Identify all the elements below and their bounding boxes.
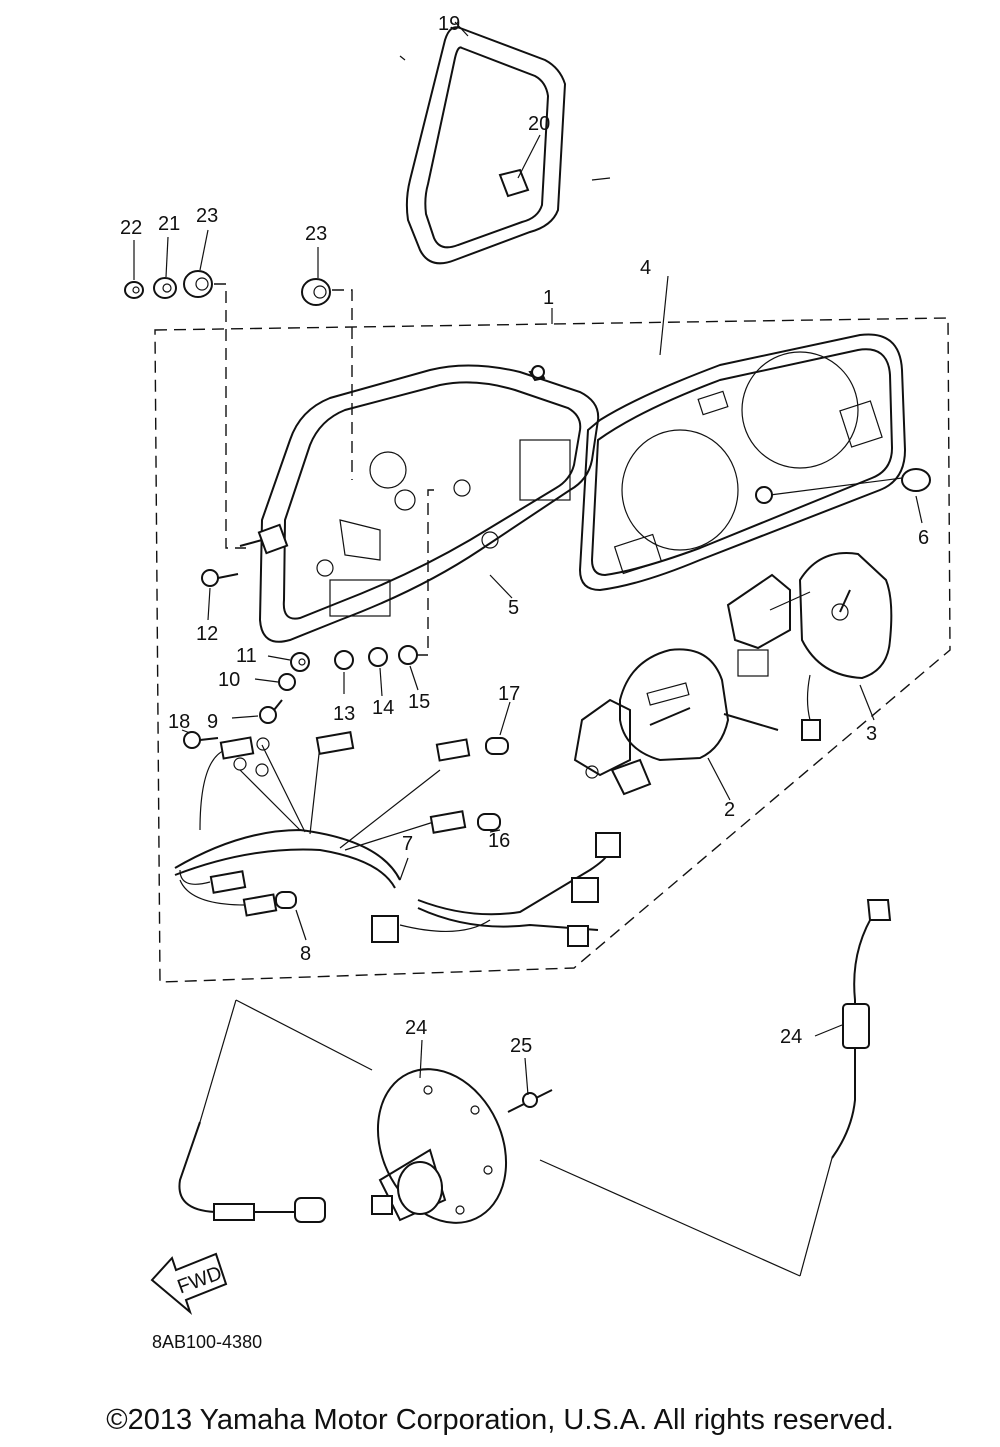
callout-11: 11 [236,645,257,667]
bulb-16 [477,813,501,831]
gear-unit-25 [371,1068,508,1224]
bulb-socket-large [239,523,289,555]
cable-left [178,1121,326,1223]
callout-3: 3 [866,723,877,745]
grommet-23-right [301,278,331,306]
washer-21 [153,277,177,299]
callout-25: 24 [405,1017,427,1039]
meter-case-5 [258,364,600,643]
callout-15: 15 [408,691,430,713]
callout-12: 12 [196,623,218,645]
leader-19 [454,21,469,37]
wire-harness-7 [174,731,621,947]
speedometer-2 [573,648,779,796]
washer-22 [124,281,144,299]
leader-4 [659,275,669,356]
screw-18 [183,731,219,749]
callout-16: 16 [488,830,510,852]
callout-9: 9 [207,711,218,733]
callout-8: 8 [300,943,311,965]
grommet-23-left [183,270,213,298]
callout-5: 5 [508,597,519,619]
callout-17: 17 [498,683,520,705]
screw-9 [259,699,283,724]
knob-6 [755,468,931,504]
callout-7: 7 [402,833,413,855]
callout-6: 6 [918,527,929,549]
nut-15 [398,645,418,665]
callout-4: 4 [640,257,651,279]
bulb-8 [275,891,297,909]
meter-cover-19 [399,26,611,265]
screw-26 [507,1089,553,1113]
screw-12 [201,569,239,587]
callout-19: 19 [438,13,460,35]
copyright: ©2013 Yamaha Motor Corporation, U.S.A. A… [106,1404,894,1436]
washer-11 [290,652,310,672]
callout-1: 1 [543,287,554,309]
leader-5 [489,574,513,599]
washer-10 [278,673,296,691]
callout-26: 25 [510,1035,532,1057]
diagram-code: 8AB100-4380 [152,1332,263,1352]
callout-22: 22 [120,217,142,239]
callout-2: 2 [724,799,735,821]
callout-18: 18 [168,711,190,733]
bulb-17 [485,737,509,755]
nut-13 [334,650,354,670]
callout-24: 24 [780,1026,802,1048]
assembly-outline-1 [154,317,951,983]
callout-13: 13 [333,703,355,725]
fwd-arrow: FWD [150,1252,228,1316]
gauge-3 [726,552,893,741]
callout-14: 14 [372,697,394,719]
cable-24 [539,899,892,1277]
callout-20: 20 [528,113,550,135]
nut-14 [368,647,388,667]
pad-20 [498,168,530,198]
callout-23-left: 23 [196,205,218,227]
leader-20 [517,134,541,179]
callout-labels: 19 20 22 21 23 23 1 4 6 5 12 11 10 9 13 … [120,13,929,1057]
callout-10: 10 [218,669,240,691]
meter-panel-4 [578,333,907,592]
callout-21: 21 [158,213,180,235]
callout-23-right: 23 [305,223,327,245]
